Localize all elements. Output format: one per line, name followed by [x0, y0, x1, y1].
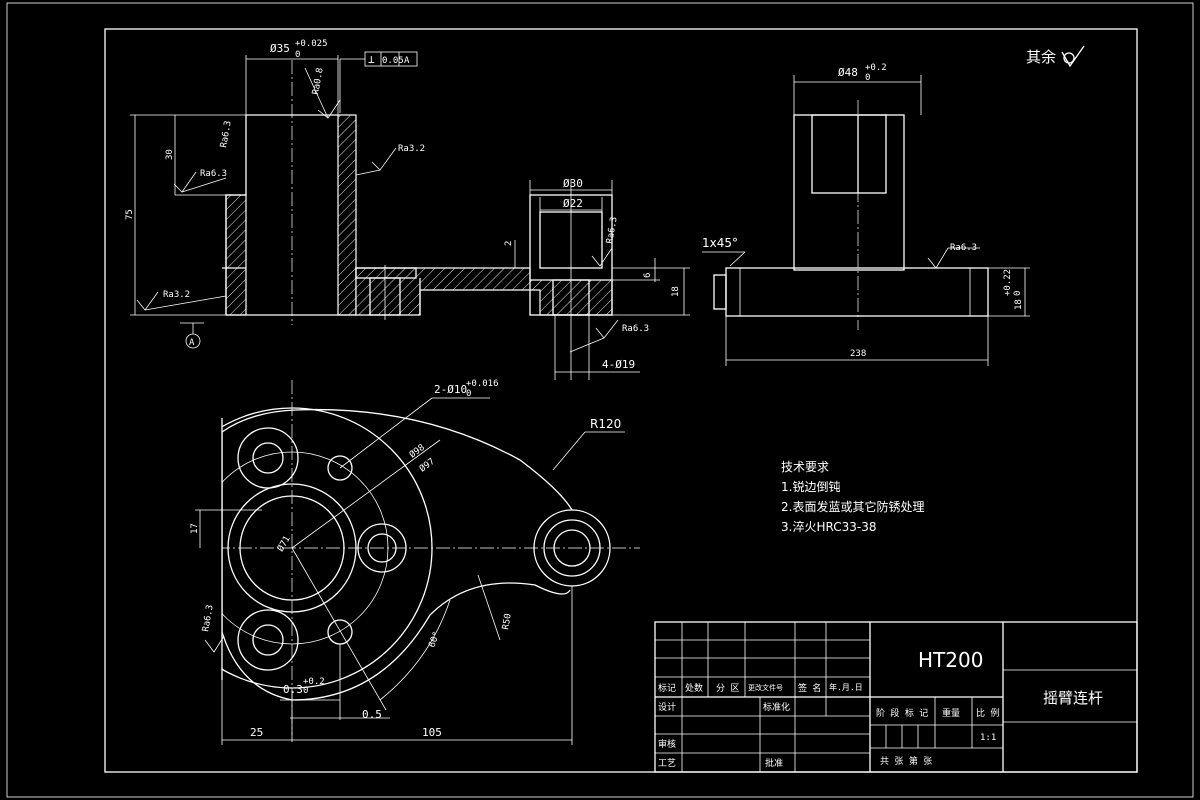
tb-header-mark: 标记	[658, 682, 676, 694]
tb-design: 设计	[658, 701, 676, 713]
front-section-view: Ø35 +0.025 0 ⊥ 0.05 A Ra0.8 Ra3.2 30 75 …	[125, 39, 690, 380]
dia97-label: Ø97	[417, 456, 437, 474]
dia71-label: Ø71	[275, 534, 293, 554]
side-view: Ø48 +0.2 0 1x45° Ra6.3 18 +0.22 0 238	[702, 63, 1030, 366]
ra63-left-label: Ra6.3	[219, 120, 234, 148]
dia98-label: Ø98	[407, 442, 427, 460]
tb-scale-value: 1:1	[980, 733, 996, 743]
tb-header-count: 处数	[685, 682, 703, 694]
dim-6: 6	[643, 273, 653, 278]
finish-note: 其余	[1026, 45, 1085, 68]
sheet-outer-border	[6, 2, 1194, 798]
dim-17: 17	[190, 523, 200, 534]
tb-header-zone: 分 区	[716, 683, 739, 694]
tb-header-date: 年.月.日	[829, 682, 863, 692]
top-ra63-label: Ra6.3	[201, 604, 216, 632]
datum-a-circle	[185, 333, 201, 349]
dim-width: 238	[850, 349, 866, 359]
r120-label: R120	[590, 417, 621, 431]
finish-note-label: 其余	[1026, 48, 1056, 66]
tb-review: 审核	[658, 738, 676, 750]
holes-4-label: 4-Ø19	[602, 358, 635, 371]
datum-a-label: A	[189, 338, 195, 348]
dim-dia48: Ø48	[838, 66, 858, 79]
dim-height-tol: +0.22	[1003, 269, 1013, 296]
title-block: 标记 处数 分 区 更改文件号 签 名 年.月.日 设计 标准化 审核 工艺 批…	[654, 621, 1138, 773]
tb-part-name: 摇臂连杆	[1043, 689, 1103, 707]
dim-18: 18	[671, 286, 681, 297]
boss-right-wall	[337, 114, 357, 316]
dim-height-tol-low: 0	[1013, 291, 1023, 296]
tech-title: 技术要求	[781, 460, 829, 474]
ra63-boss-label: Ra6.3	[605, 216, 620, 244]
holes-2-tol: +0.016	[466, 379, 499, 389]
tb-weight: 重量	[942, 707, 960, 719]
dim-05: 0.5	[362, 708, 382, 721]
top-outline	[221, 432, 571, 701]
side-ra63-label: Ra6.3	[950, 243, 977, 253]
tb-approve: 批准	[765, 757, 783, 769]
boss-left-wall	[225, 194, 247, 316]
chamfer-label: 1x45°	[702, 236, 738, 250]
dim-03: 0.3	[283, 683, 303, 696]
dim-105: 105	[422, 726, 442, 739]
perp-symbol: ⊥	[368, 53, 375, 66]
r50-label: R50	[501, 613, 514, 631]
perp-datum: A	[404, 56, 410, 66]
dim-dia35: Ø35	[270, 42, 290, 55]
tech-item-1: 1.锐边倒钝	[781, 480, 840, 494]
tb-scale-label: 比 例	[976, 707, 999, 719]
dim-2: 2	[504, 241, 514, 246]
ra32-bottom-label: Ra3.2	[163, 290, 190, 300]
tb-header-doc: 更改文件号	[748, 683, 783, 692]
tb-material: HT200	[918, 648, 983, 672]
dim-dia48-tol-low: 0	[865, 73, 870, 83]
dim-25: 25	[250, 726, 263, 739]
arm-section	[355, 267, 613, 316]
holes-2-label: 2-Ø10	[434, 383, 467, 396]
ra63-hole-label: Ra6.3	[622, 324, 649, 334]
tb-stage-mark: 阶 段 标 记	[876, 707, 928, 719]
holes-2-tol-low: 0	[466, 389, 471, 399]
dim-75: 75	[125, 209, 135, 220]
dim-dia22: Ø22	[563, 197, 583, 210]
dim-dia48-tol: +0.2	[865, 63, 887, 73]
dim-30: 30	[165, 149, 175, 160]
tb-standard: 标准化	[763, 701, 790, 713]
dim-dia30: Ø30	[563, 177, 583, 190]
ra08-label: Ra0.8	[311, 67, 326, 95]
tb-sheet-info: 共 张 第 张	[880, 755, 932, 767]
ra32-top-label: Ra3.2	[398, 144, 425, 154]
dim-03-tol: +0.2	[303, 677, 325, 687]
dim-dia35-tol: +0.025	[295, 39, 328, 49]
tb-process: 工艺	[658, 758, 676, 769]
dim-height: 18	[1014, 299, 1024, 310]
tb-header-sign: 签 名	[798, 682, 821, 694]
tech-item-3: 3.淬火HRC33-38	[781, 519, 876, 534]
sheet-inner-border	[104, 28, 1138, 773]
top-view: 2-Ø10 +0.016 0 R120 Ø98 Ø97 Ø71 17 Ra6.3…	[140, 379, 640, 745]
dim-dia35-tol-low: 0	[295, 50, 300, 60]
tech-requirements: 技术要求 1.锐边倒钝 2.表面发蓝或其它防锈处理 3.淬火HRC33-38	[781, 460, 924, 534]
ra63-side-label: Ra6.3	[200, 169, 227, 179]
angle-60-label: 60°	[427, 630, 442, 649]
tech-item-2: 2.表面发蓝或其它防锈处理	[781, 499, 924, 514]
roughness-symbol-icon	[1061, 45, 1085, 68]
perp-tol: 0.05	[382, 56, 404, 66]
dim-03-tol-low: 0	[303, 686, 308, 696]
